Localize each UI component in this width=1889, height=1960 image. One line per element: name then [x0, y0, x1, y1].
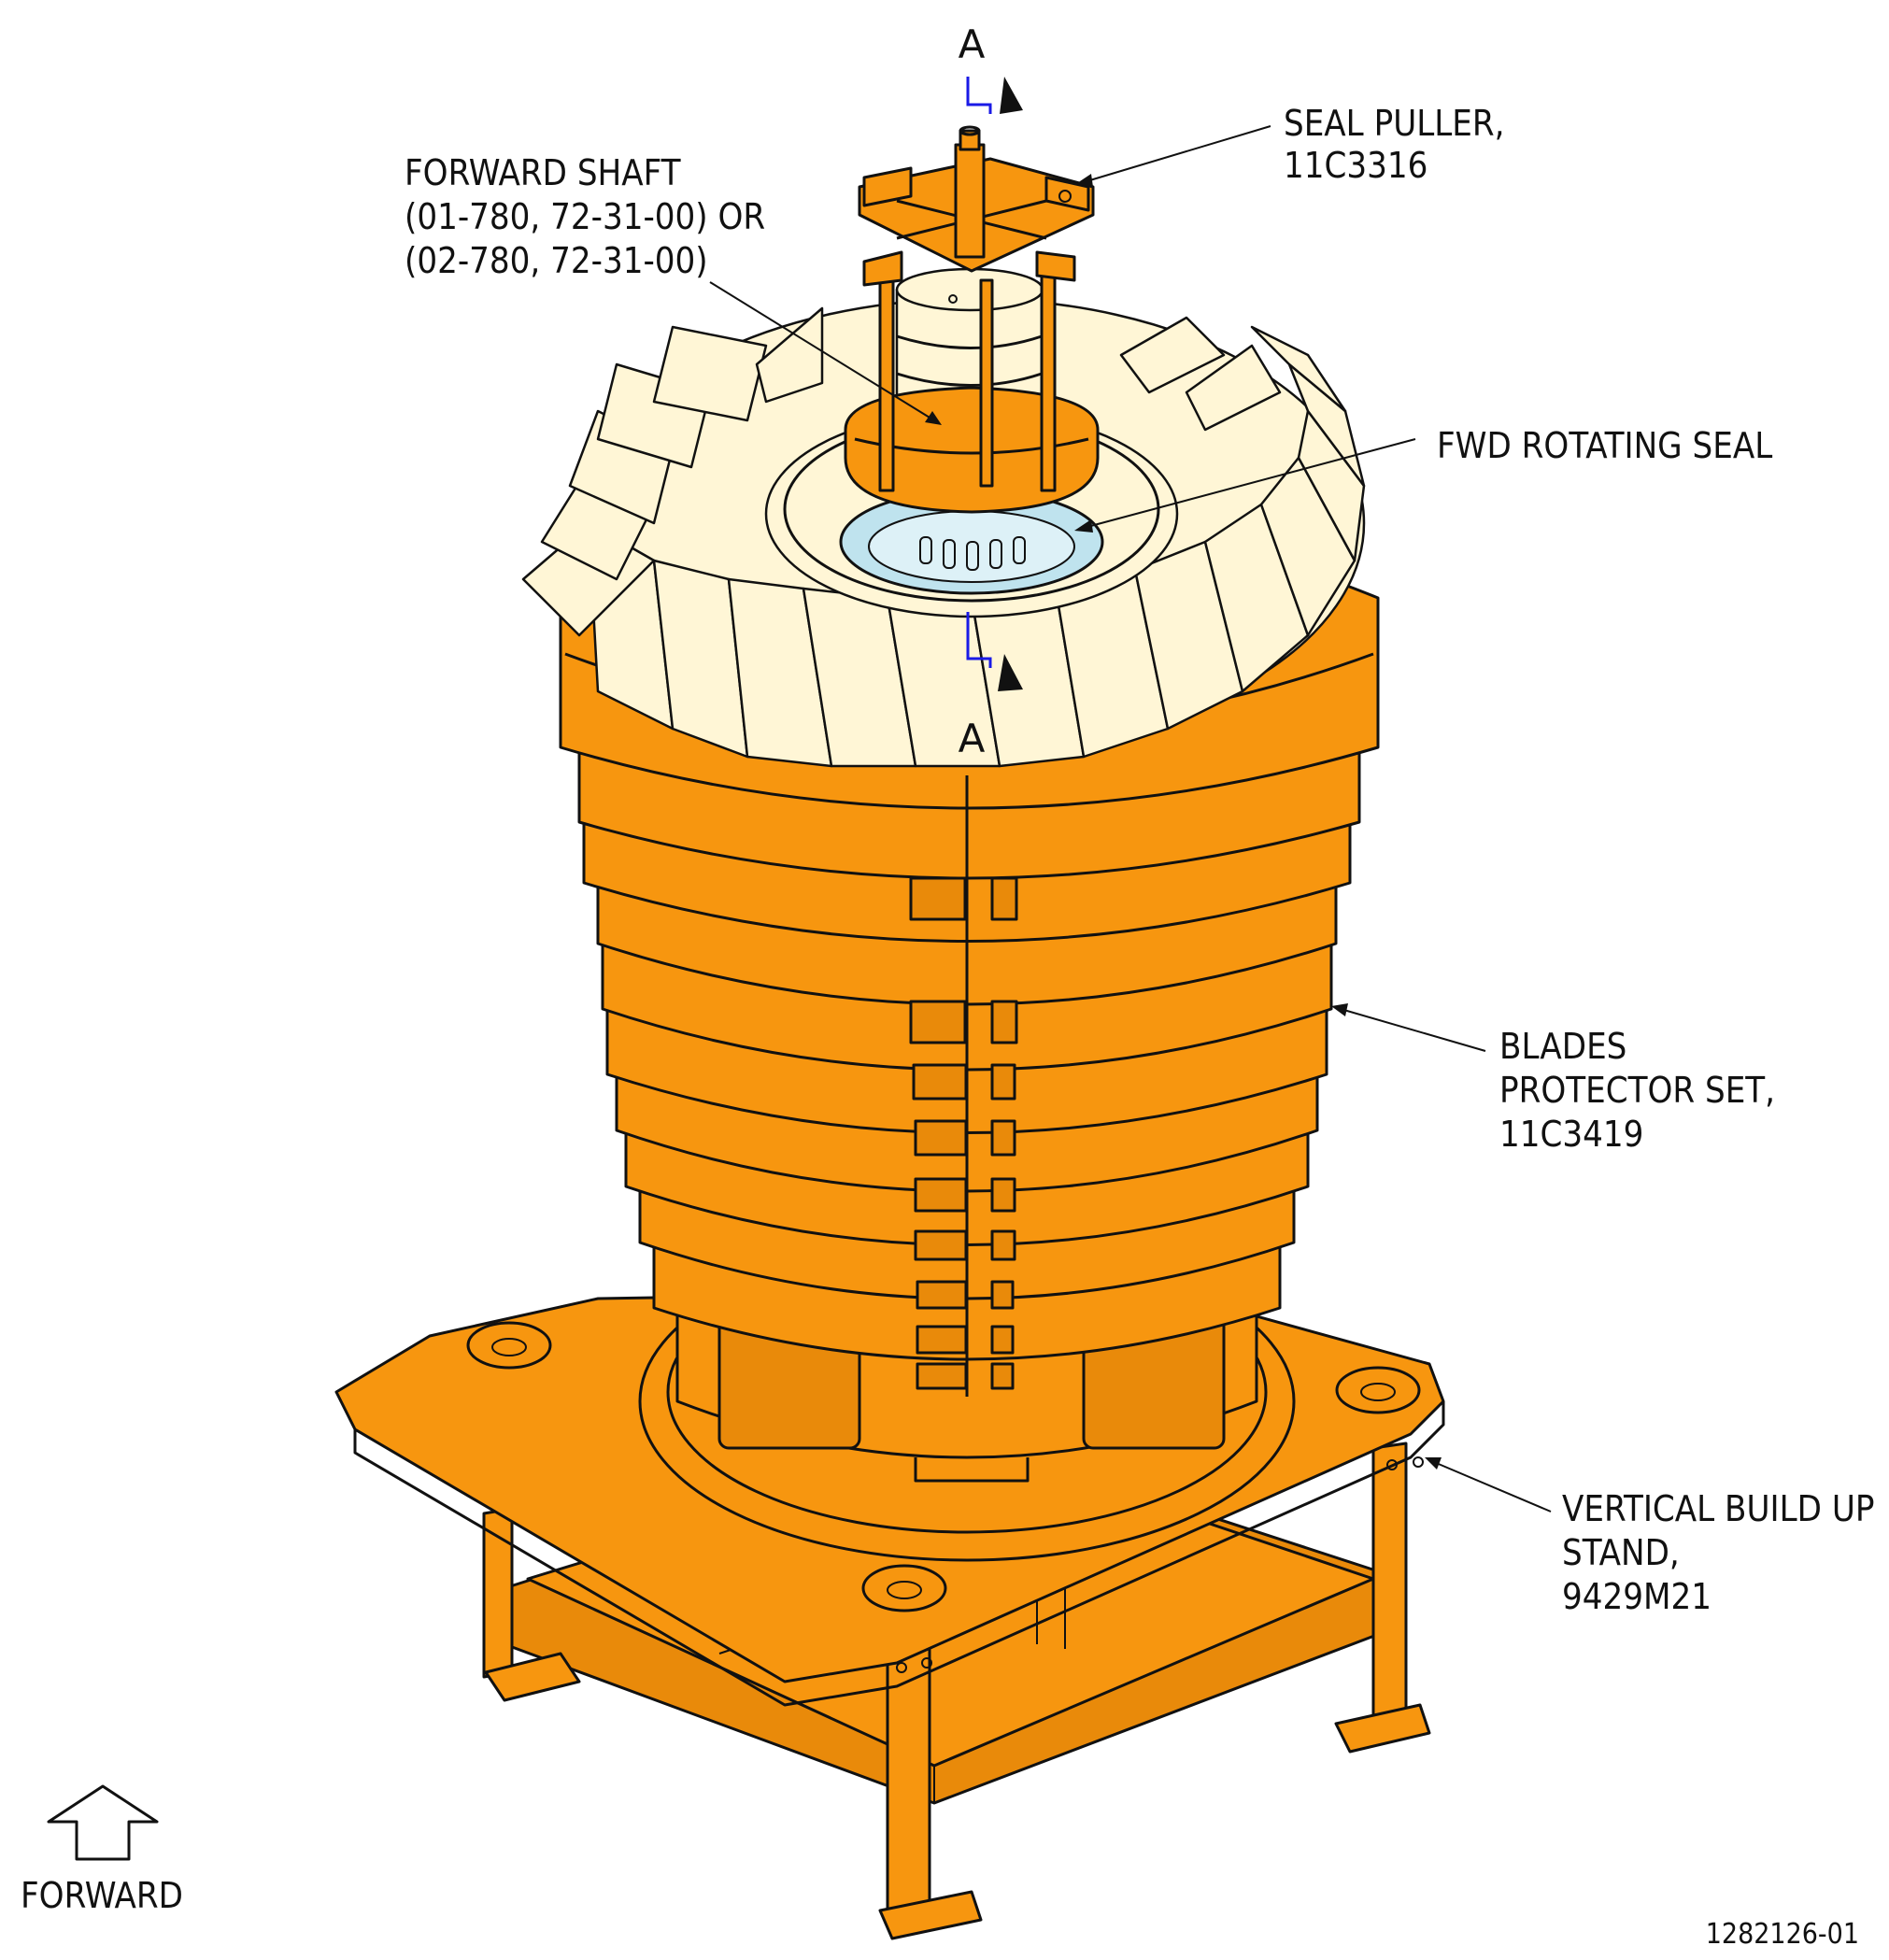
stand-foot-front	[878, 1890, 983, 1940]
fwd-rotating-seal-label: FWD ROTATING SEAL	[1437, 425, 1772, 466]
forward-indicator: FORWARD	[21, 1784, 183, 1916]
leader-lines	[709, 125, 1552, 1513]
forward-shaft-label-line1: FORWARD SHAFT	[405, 152, 681, 193]
plate-hole-back-left	[466, 1321, 552, 1370]
section-arrow-top	[1000, 77, 1023, 114]
plate-hole-front	[861, 1564, 947, 1612]
section-line-top	[966, 77, 992, 114]
stand-foot-right	[1334, 1703, 1431, 1754]
leader-fwd-rotating-seal	[1083, 438, 1416, 529]
blades-protector-label-line1: BLADES	[1499, 1026, 1626, 1067]
vertical-stand-label-line1: VERTICAL BUILD UP	[1562, 1488, 1875, 1529]
stand-leg-right	[1371, 1442, 1408, 1726]
figure-number: 1282126-01	[1706, 1918, 1859, 1951]
leader-blades-protector	[1340, 1008, 1486, 1052]
leader-seal-puller	[1083, 125, 1271, 183]
seal-puller-label-line1: SEAL PULLER,	[1284, 103, 1505, 144]
blades-protector-label-line2: PROTECTOR SET,	[1499, 1070, 1775, 1111]
vertical-stand-label-line3: 9429M21	[1562, 1576, 1711, 1617]
stand-foot-left	[484, 1652, 581, 1702]
callout-labels: SEAL PULLER, 11C3316 FORWARD SHAFT (01-7…	[405, 103, 1875, 1617]
section-arrow-bottom	[998, 654, 1023, 691]
vertical-stand-label-line2: STAND,	[1562, 1532, 1680, 1573]
stand-leg-left	[482, 1507, 514, 1679]
forward-label: FORWARD	[21, 1875, 183, 1916]
stand-leg-front	[886, 1633, 931, 1917]
forward-arrow-icon	[47, 1784, 159, 1861]
seal-puller	[844, 125, 1100, 514]
leader-vertical-stand	[1433, 1461, 1552, 1513]
leader-forward-shaft	[709, 281, 935, 421]
forward-shaft-label-line3: (02-780, 72-31-00)	[405, 240, 708, 281]
seal-puller-label-line2: 11C3316	[1284, 145, 1427, 186]
section-line-bottom	[966, 612, 992, 668]
forward-shaft-label-line2: (01-780, 72-31-00) OR	[405, 196, 765, 237]
plate-hole-right	[1335, 1366, 1421, 1414]
section-letter-bottom: A	[959, 716, 986, 761]
section-a-a-marker: A A	[959, 21, 1023, 761]
section-letter-top: A	[959, 21, 986, 67]
blades-protector-label-line3: 11C3419	[1499, 1114, 1643, 1155]
